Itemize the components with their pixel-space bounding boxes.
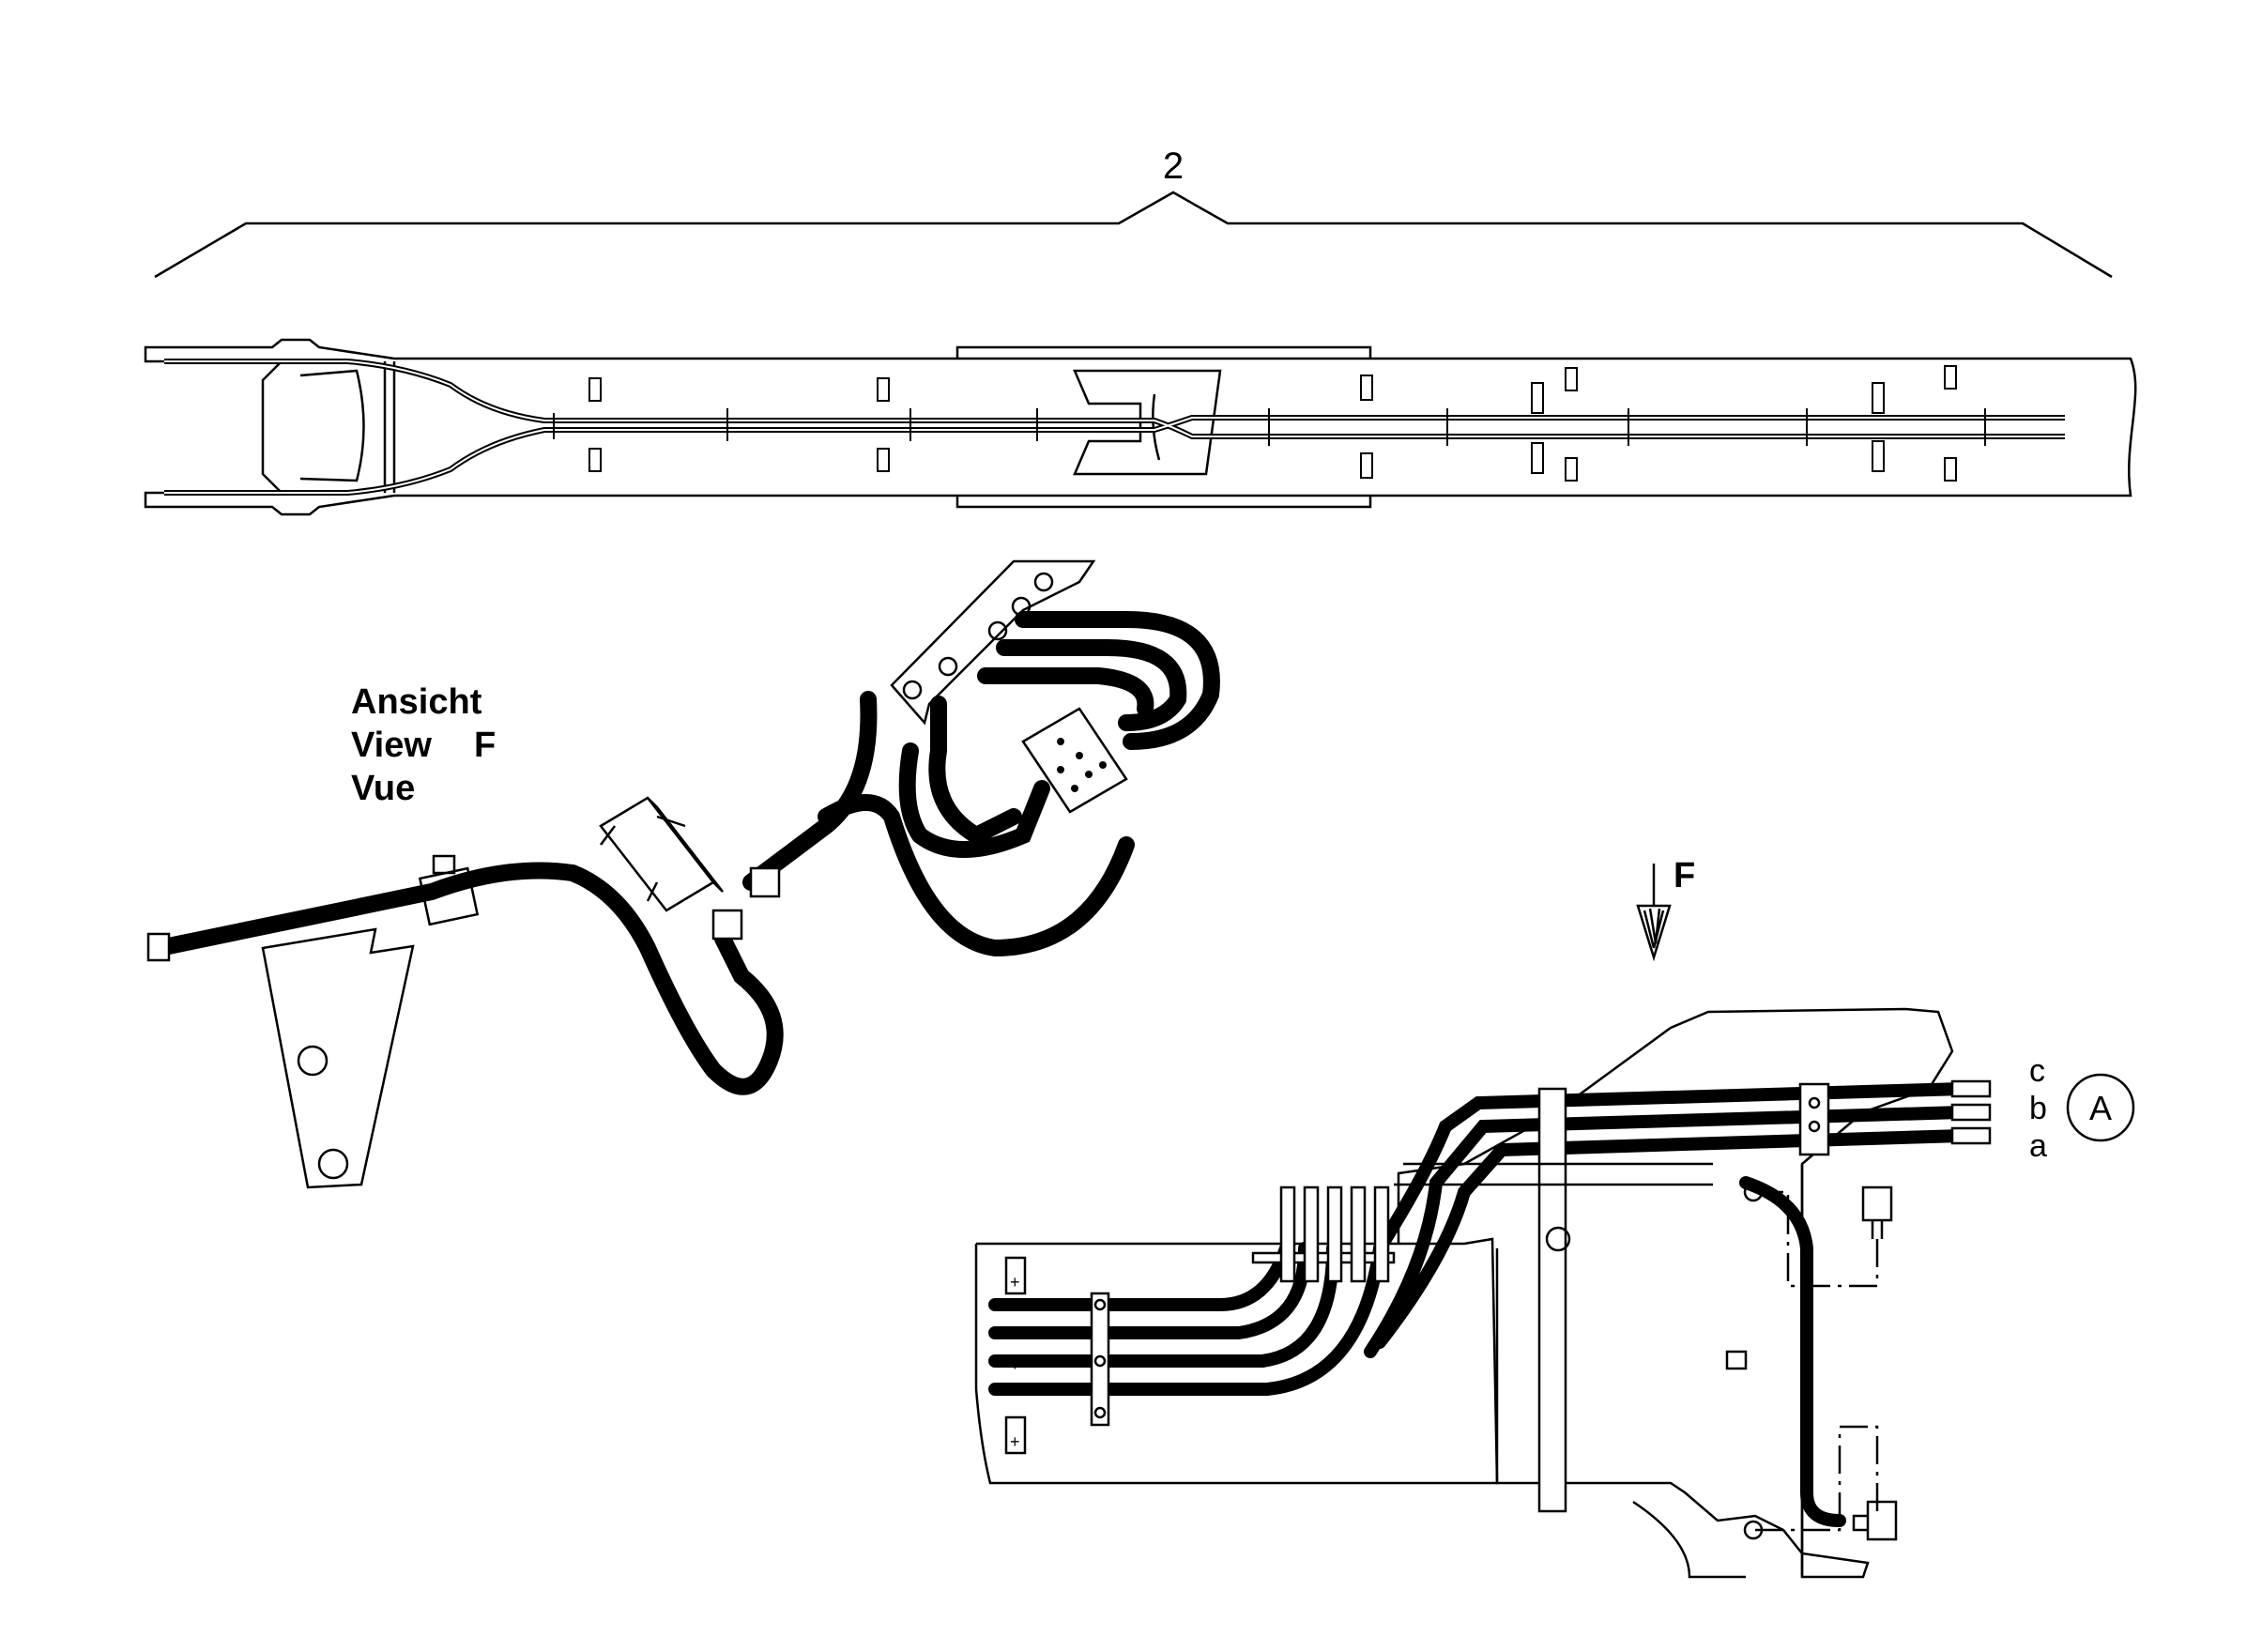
view-arrow: F: [1636, 856, 1695, 962]
port-label-c: c: [2029, 1053, 2045, 1089]
tube-lines: [1755, 1190, 1879, 1532]
port-eyes: [902, 572, 1054, 700]
view-label-en: View: [351, 726, 432, 765]
view-arrow-head: [1636, 904, 1672, 962]
view-arrow-letter: F: [1674, 856, 1695, 895]
port-fittings: [1950, 1079, 1992, 1145]
valve-block: [599, 796, 724, 912]
detail-callout: A: [2066, 1073, 2135, 1142]
boom-fork-inner: [299, 369, 365, 482]
frame-marker: [1004, 1415, 1027, 1455]
vertical-bracket: [1537, 1087, 1567, 1513]
elbow-fitting-upper: [1861, 1185, 1893, 1239]
boom-lower-plate: [955, 496, 1372, 509]
view-f-assembly: [146, 559, 1220, 1189]
frame-marker: [1004, 1256, 1027, 1295]
hose-fitting: [711, 909, 743, 941]
connector-plate: [1251, 1251, 1396, 1264]
svg-text:+: +: [1010, 1355, 1020, 1374]
connector-fittings: [1279, 1185, 1390, 1283]
support-plate: [890, 559, 1096, 726]
port-label-a: a: [2029, 1128, 2047, 1164]
svg-text:+: +: [1010, 1432, 1020, 1451]
view-label-letter: F: [474, 726, 496, 765]
detail-assembly: + + +: [974, 1007, 1992, 1579]
boom-cradle: [1073, 369, 1222, 476]
mounting-bracket: [261, 927, 415, 1189]
port-label-b: b: [2029, 1091, 2047, 1126]
boom-overview: 2: [144, 145, 2137, 516]
detail-circle: [2066, 1073, 2135, 1142]
port-label-group: c b a: [2029, 1053, 2047, 1164]
boom-bracket-line: [383, 361, 396, 493]
detail-circle-label: A: [2089, 1089, 2112, 1127]
view-label-group: Ansicht View F Vue: [351, 682, 496, 808]
hose-clamp: [1090, 1292, 1110, 1427]
boom-clamps: [553, 365, 1986, 482]
manifold-block: [1021, 707, 1128, 814]
elbow-fitting-lower: [1852, 1500, 1898, 1541]
hose-fitting: [749, 866, 781, 898]
assembly-brace: [154, 191, 2113, 279]
svg-text:+: +: [1010, 1273, 1020, 1292]
hose-fitting: [146, 932, 171, 962]
callout-number: 2: [1163, 145, 1184, 187]
clamp-block: [1798, 1082, 1830, 1156]
boom-upper-plate: [955, 345, 1372, 359]
view-label-de: Ansicht: [351, 682, 482, 722]
view-label-fr: Vue: [351, 769, 415, 808]
